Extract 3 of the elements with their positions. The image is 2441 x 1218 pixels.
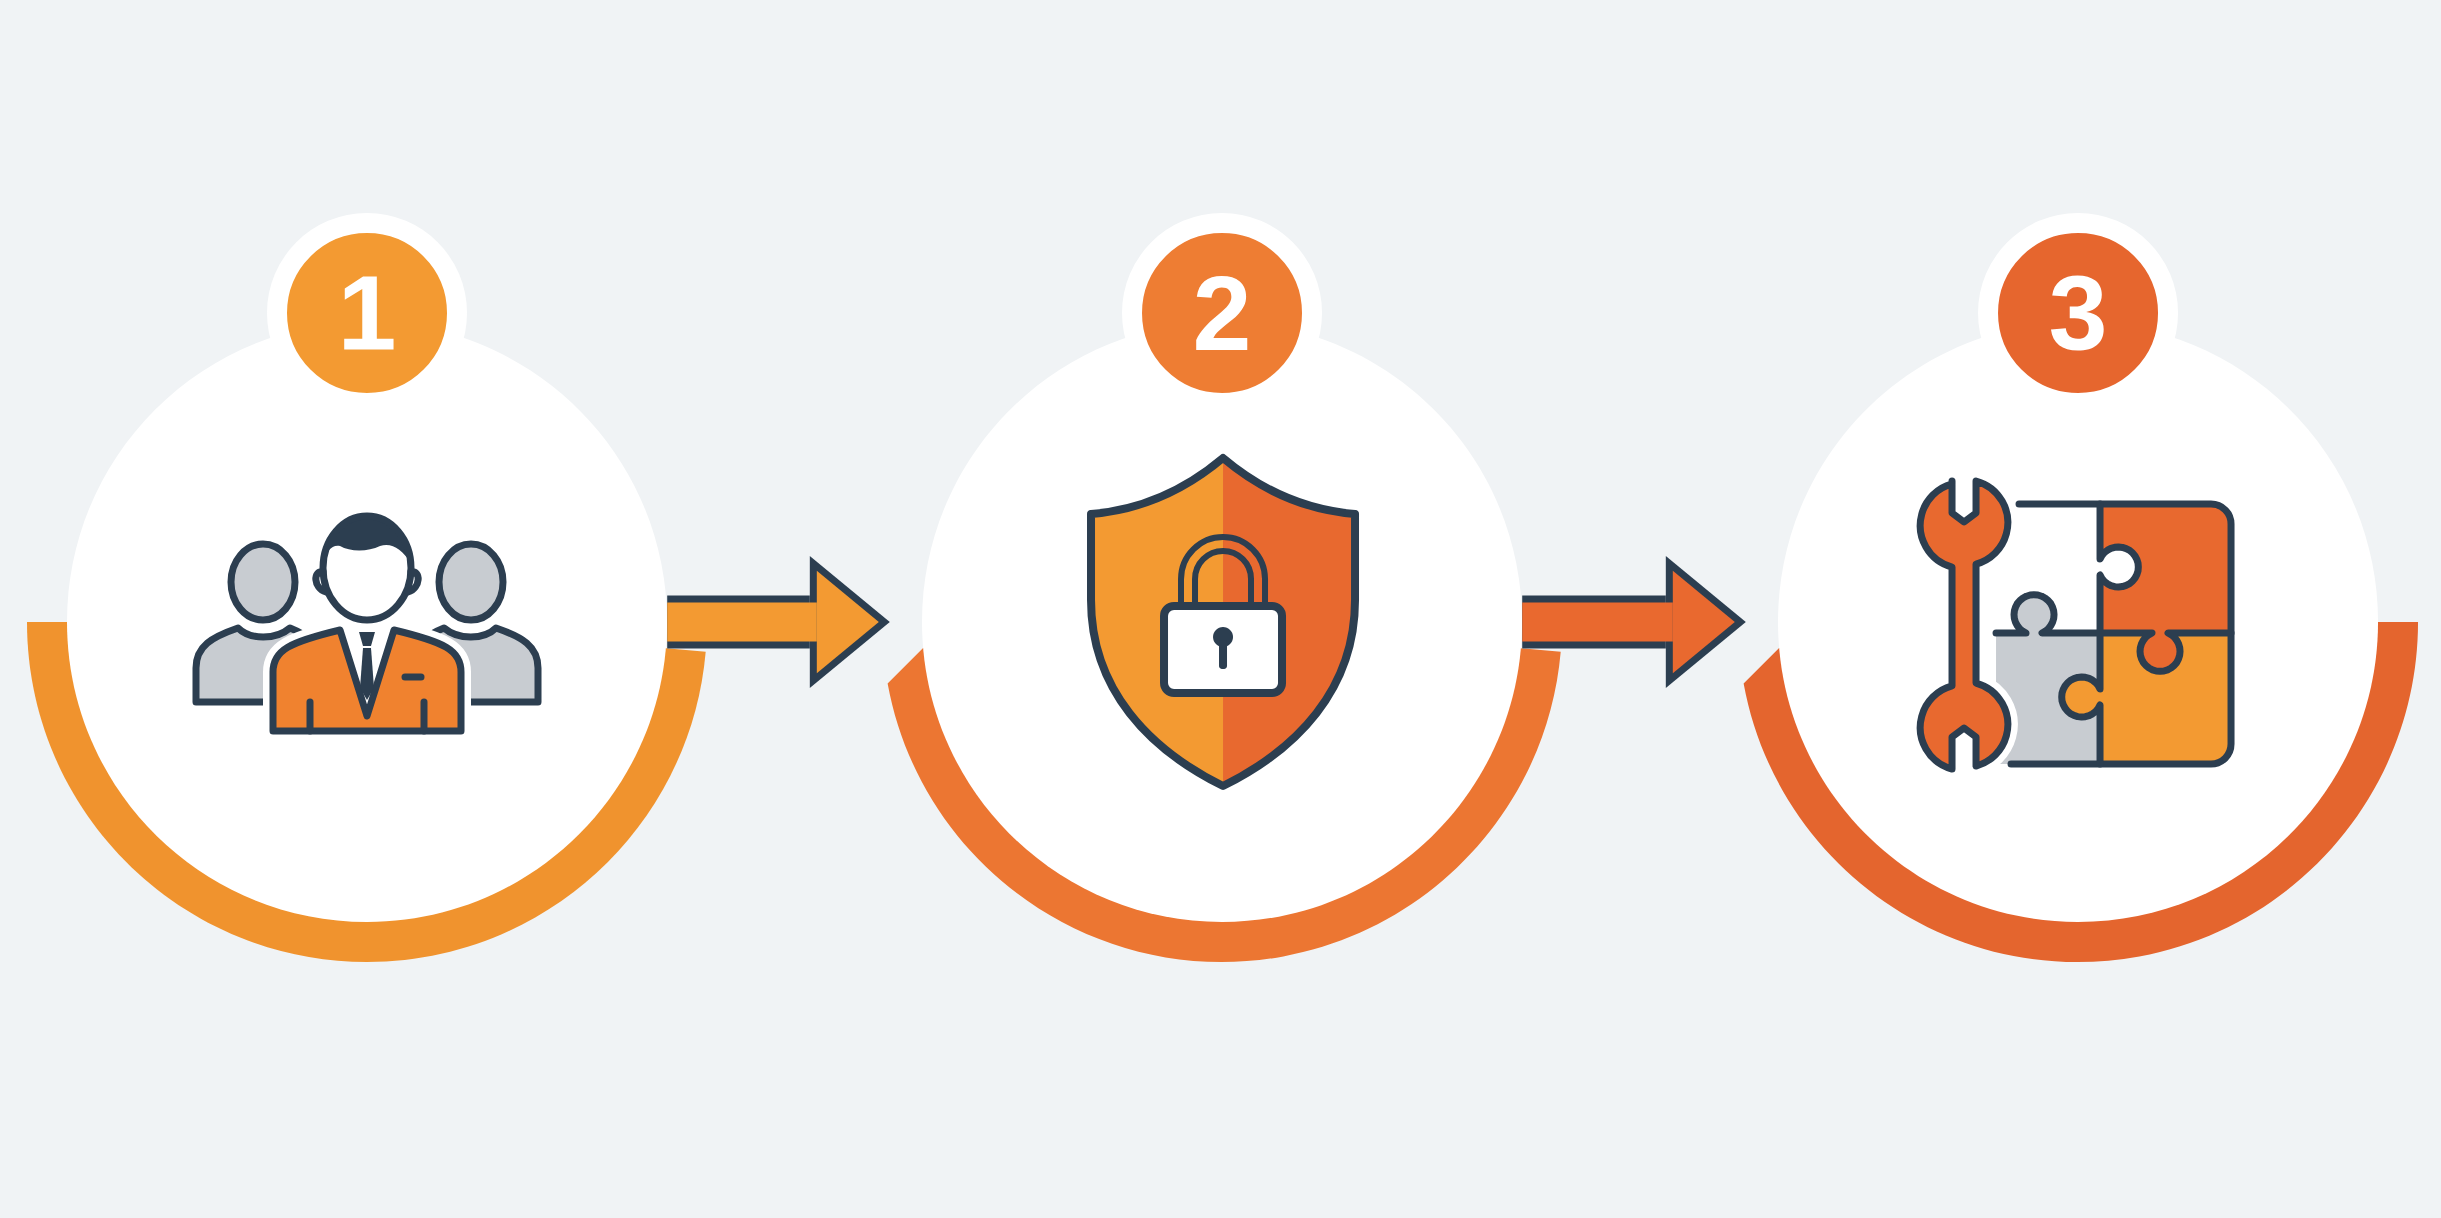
arrow: [1522, 556, 1746, 688]
number-badge: 3: [1978, 213, 2179, 413]
arrow: [667, 556, 890, 688]
